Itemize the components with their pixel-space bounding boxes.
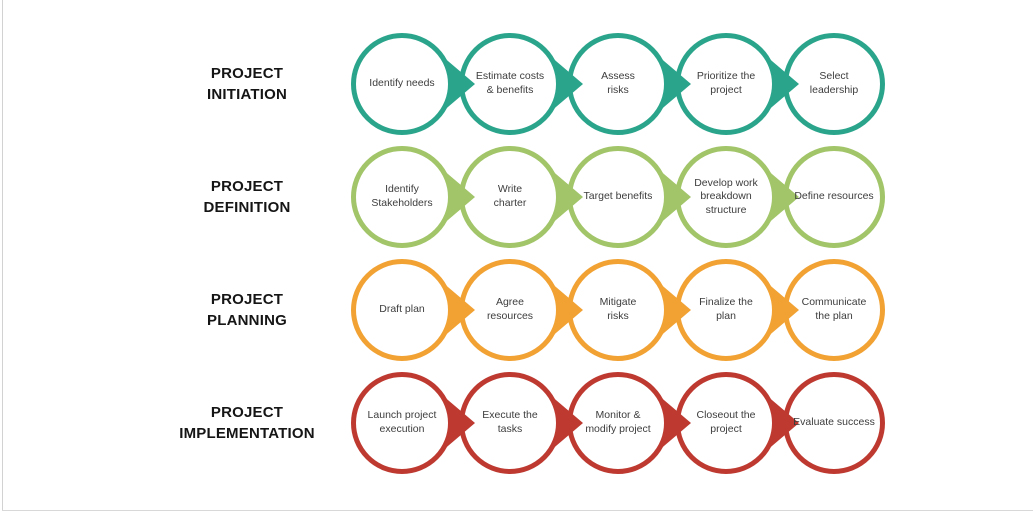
step-label[interactable]: Target benefits — [583, 190, 653, 203]
step-label[interactable]: Finalize the plan — [699, 296, 753, 322]
step-label[interactable]: Write charter — [493, 183, 527, 209]
step-label[interactable]: Define resources — [794, 190, 874, 203]
flow-arrow-icon — [656, 168, 691, 226]
flow-arrow-icon — [764, 55, 799, 113]
flow-arrow-icon — [548, 394, 583, 452]
step-label[interactable]: Monitor & modify project — [585, 409, 651, 435]
step-label[interactable]: Assess risks — [601, 70, 635, 96]
step-label[interactable]: Identify needs — [369, 77, 435, 90]
step-label[interactable]: Launch project execution — [367, 409, 437, 435]
flow-arrow-icon — [548, 55, 583, 113]
flow-arrow-icon — [764, 168, 799, 226]
flow-arrow-icon — [764, 394, 799, 452]
flow-arrow-icon — [440, 168, 475, 226]
step-label[interactable]: Select leadership — [809, 70, 859, 96]
phase-label[interactable]: PROJECT IMPLEMENTATION — [179, 404, 315, 442]
step-label[interactable]: Mitigate risks — [599, 296, 637, 322]
flow-arrow-icon — [656, 394, 691, 452]
flow-arrow-icon — [440, 281, 475, 339]
flow-arrow-icon — [656, 55, 691, 113]
flow-arrow-icon — [440, 55, 475, 113]
flow-arrow-icon — [548, 281, 583, 339]
step-circle[interactable] — [351, 259, 453, 361]
flow-arrow-icon — [656, 281, 691, 339]
page-edge-left — [2, 0, 3, 511]
phase-label[interactable]: PROJECT INITIATION — [206, 65, 288, 103]
step-label[interactable]: Estimate costs & benefits — [475, 70, 545, 96]
step-label[interactable]: Agree resources — [486, 296, 534, 322]
page-edge-bottom — [2, 510, 1033, 511]
step-label[interactable]: Prioritize the project — [696, 70, 756, 96]
step-label[interactable]: Communicate the plan — [801, 296, 867, 322]
flow-arrow-icon — [764, 281, 799, 339]
step-label[interactable]: Evaluate success — [793, 416, 875, 429]
phase-label[interactable]: PROJECT PLANNING — [207, 291, 287, 329]
step-label[interactable]: Draft plan — [379, 303, 425, 316]
step-label[interactable]: Identify Stakeholders — [371, 183, 433, 209]
step-circle[interactable] — [351, 372, 453, 474]
flow-arrow-icon — [548, 168, 583, 226]
step-label[interactable]: Develop work breakdown structure — [694, 176, 758, 216]
flow-arrow-icon — [440, 394, 475, 452]
step-label[interactable]: Closeout the project — [696, 409, 756, 435]
step-label[interactable]: Execute the tasks — [482, 409, 538, 435]
step-circle[interactable] — [351, 146, 453, 248]
phase-label[interactable]: PROJECT DEFINITION — [203, 178, 291, 216]
step-circle[interactable] — [351, 33, 453, 135]
